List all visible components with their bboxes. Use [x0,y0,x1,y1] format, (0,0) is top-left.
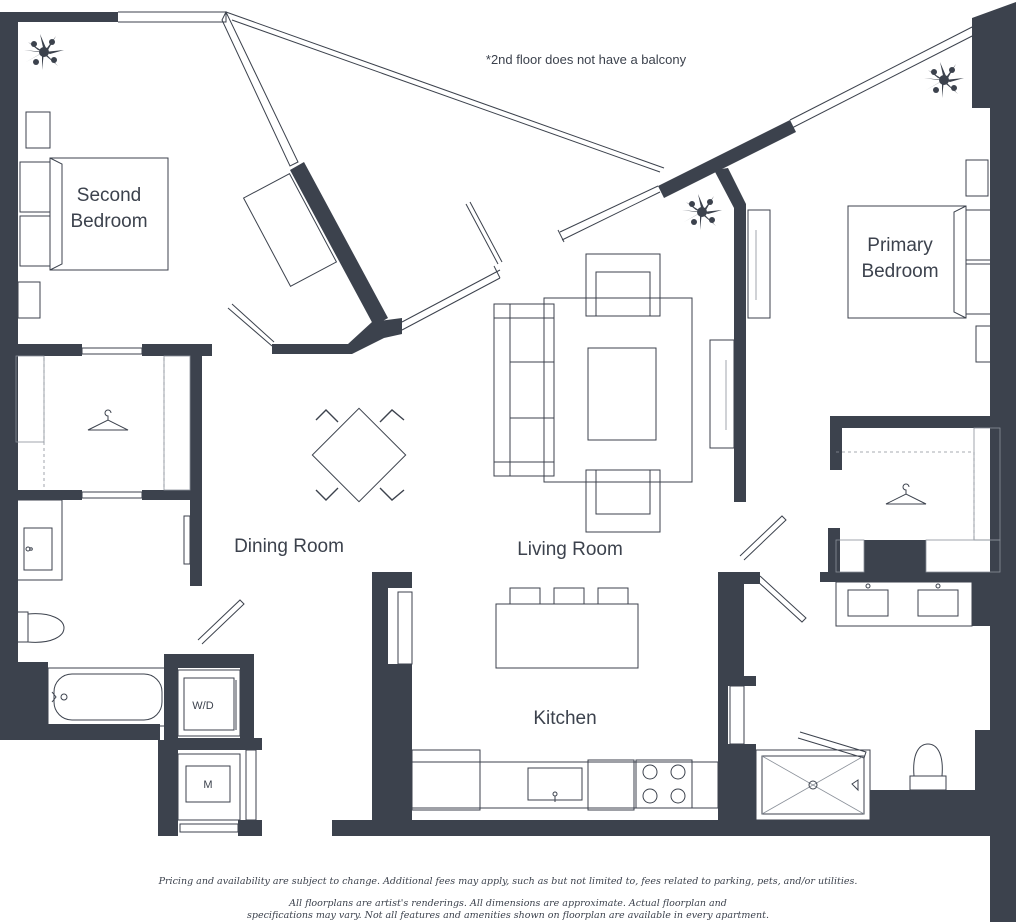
pricing-disclaimer: Pricing and availability are subject to … [158,876,858,887]
second-bedroom-label-line2: Bedroom [70,211,147,232]
plant-icon [24,34,64,70]
toilet-icon [909,743,947,791]
dining-room-label: Dining Room [234,536,344,557]
armchair-top [585,253,661,317]
doors [183,515,1001,821]
dining-table [311,407,407,503]
dresser [242,172,338,288]
balcony-note: *2nd floor does not have a balcony [486,52,687,67]
vanity [15,499,63,581]
kitchen-island [495,603,639,669]
floorplan-disclaimer-line2: specifications may vary. Not all feature… [247,910,769,921]
rug [543,297,693,483]
mechanical-label: M [203,779,212,791]
second-bath-fixtures [15,499,63,581]
washer-dryer-label: W/D [192,700,213,712]
media-console [747,209,771,319]
bathtub-icon [47,667,167,727]
shower-icon [755,749,871,821]
console-2 [709,339,735,449]
primary-bedroom-furniture [847,159,999,363]
living-room-label: Living Room [517,539,623,560]
hanger-icon [885,483,927,505]
mechanical-unit [177,753,241,833]
armchair-bottom [585,469,661,533]
nightstand-top [25,111,51,149]
plant-icon [682,194,722,230]
washer-dryer [177,669,241,737]
second-bedroom-label-line1: Second [77,185,141,206]
living-furniture [493,209,771,533]
kitchen-label: Kitchen [533,708,596,729]
windows [81,10,981,499]
second-closet [15,355,191,491]
hanger-icon [87,409,129,431]
plant-icon [924,62,964,98]
kitchen-furniture [373,587,745,823]
floorplan-disclaimer-line1: All floorplans are artist's renderings. … [289,898,727,909]
primary-bedroom-label-line1: Primary [867,235,933,256]
primary-closet [835,427,1001,573]
sink-icon [527,767,583,802]
sofa [493,303,555,477]
primary-bed [847,205,967,319]
coffee-table [587,347,657,441]
interior-walls [14,120,1000,822]
double-vanity [835,581,973,627]
toilet-icon [15,611,65,643]
primary-bedroom-label-line2: Bedroom [861,261,938,282]
stovetop-icon [635,759,693,809]
second-bedroom-furniture [17,111,338,319]
primary-bath-fixtures [835,581,973,627]
second-bed [49,157,169,271]
nightstand-bottom [17,281,41,319]
